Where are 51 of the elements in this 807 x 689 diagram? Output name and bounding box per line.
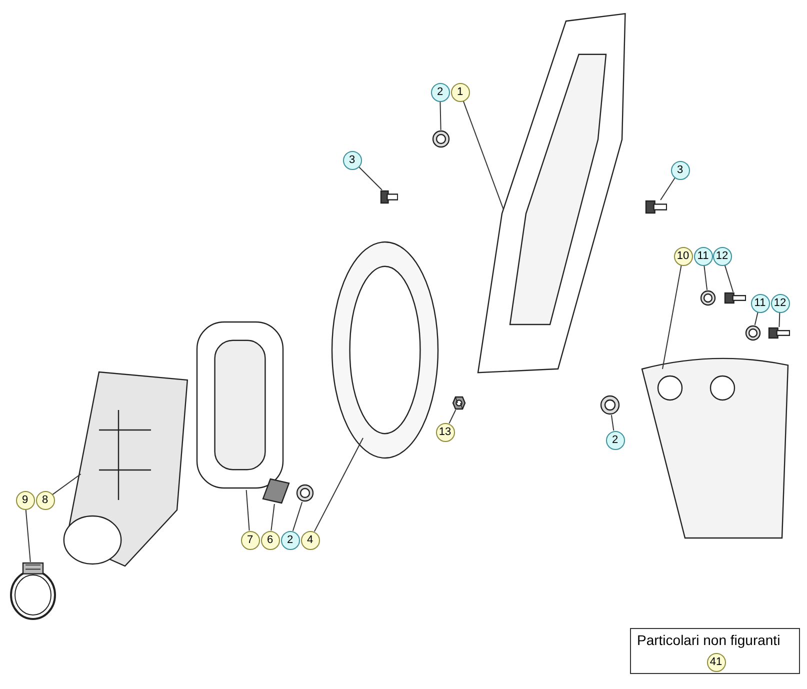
screw-drawing: [768, 327, 790, 339]
callout-number: 3: [342, 150, 362, 170]
callout-number: 2: [606, 430, 624, 450]
leader-line: [440, 101, 442, 130]
leader-line: [448, 410, 456, 424]
callout-number: 13: [436, 422, 454, 442]
grommet-drawing: [600, 395, 620, 415]
callout-number: 11: [750, 294, 770, 312]
grommet-drawing: [430, 130, 452, 148]
leader-line: [778, 312, 780, 328]
note-text: Particolari non figuranti: [637, 632, 780, 648]
leader-line: [25, 508, 31, 562]
leader-line: [724, 264, 734, 292]
callout-number: 11: [694, 246, 712, 266]
grommet-drawing: [296, 484, 314, 502]
leader-line: [246, 490, 250, 532]
note-box: [630, 628, 800, 674]
leader-line: [314, 438, 364, 532]
callout-number: 41: [706, 652, 726, 672]
washer-drawing: [745, 325, 761, 341]
callout-number: 10: [674, 246, 692, 266]
callout-number: 6: [260, 530, 280, 550]
callout-number: 12: [712, 246, 732, 266]
leader-line: [704, 264, 708, 290]
callout-number: 9: [16, 490, 34, 510]
washer-drawing: [700, 290, 716, 306]
callout-number: 3: [670, 160, 690, 180]
leader-line: [610, 414, 614, 432]
callout-number: 12: [770, 294, 790, 312]
bolt-drawing: [645, 200, 667, 214]
leader-line: [292, 502, 303, 532]
callout-number: 2: [280, 530, 300, 550]
callout-number: 2: [430, 82, 450, 102]
leader-line: [662, 264, 682, 370]
callout-number: 8: [36, 490, 54, 510]
filter-cage-drawing: [195, 320, 285, 490]
leader-line: [358, 166, 382, 190]
nut-drawing: [452, 396, 466, 410]
screw-drawing: [724, 292, 746, 304]
plate-drawing: [262, 478, 290, 504]
callout-number: 1: [450, 82, 470, 102]
air-filter-drawing: [330, 240, 440, 460]
leader-line: [462, 100, 504, 210]
bolt-drawing: [380, 190, 398, 204]
leader-line: [754, 312, 758, 326]
leader-line: [52, 474, 82, 495]
leader-line: [270, 504, 275, 532]
callout-number: 4: [300, 530, 320, 550]
leader-line: [660, 177, 676, 200]
hose-clamp-drawing: [8, 562, 58, 622]
callout-number: 7: [240, 530, 260, 550]
